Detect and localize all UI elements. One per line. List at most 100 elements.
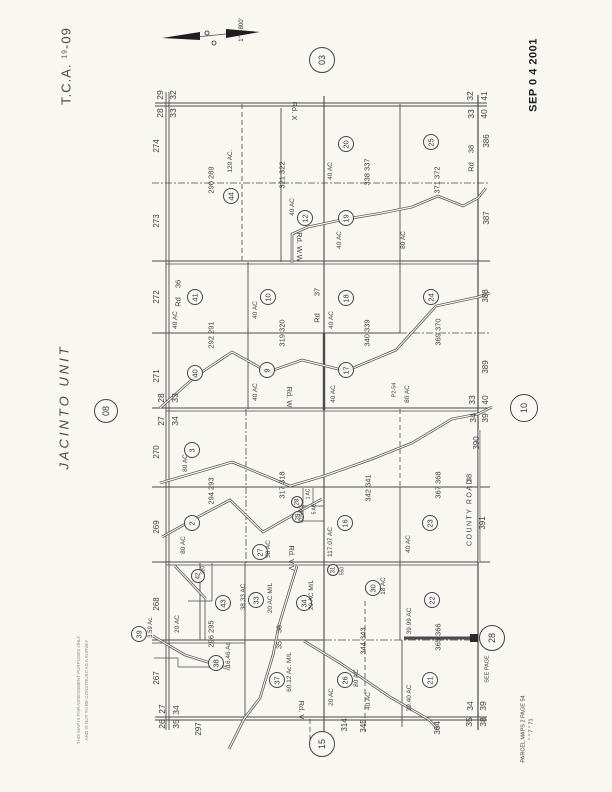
map-label: Rd. V.V — [286, 545, 296, 571]
map-label: 39 — [477, 701, 488, 711]
map-label: 34 — [467, 413, 478, 423]
map-label: 274 — [152, 139, 161, 153]
parcel-circle-28: 28 — [291, 496, 303, 508]
parcel-number: 12 — [300, 213, 310, 223]
parcel-circle-27: 27 — [252, 544, 268, 560]
map-label: 40 — [479, 395, 490, 405]
map-label: 33 — [465, 109, 476, 119]
parcel-number: 41 — [190, 292, 200, 302]
map-label: 389 — [481, 360, 490, 374]
parcel-number: 33 — [251, 595, 261, 605]
parcel-number: 24 — [426, 292, 436, 302]
map-label: 267 — [152, 671, 161, 685]
map-label: 388 — [481, 289, 490, 303]
map-label: 3.59 Ac. — [148, 616, 154, 638]
parcel-circle-25: 25 — [423, 134, 439, 150]
parcel-circle-3: 3 — [184, 442, 200, 458]
map-label: 296 295 — [206, 620, 216, 648]
map-label: 5 AC — [311, 503, 318, 515]
map-label: P2-54 — [391, 382, 398, 398]
map-label: 117.07 AC — [326, 527, 334, 557]
parcel-number: 39 — [134, 629, 144, 639]
map-label: 58 AC — [264, 540, 272, 558]
parcel-number: 17 — [341, 365, 351, 375]
map-label: Rd — [173, 297, 183, 307]
map-label: 270 — [152, 445, 161, 459]
parcel-circle-16: 16 — [337, 515, 353, 531]
map-label: 321 322 — [277, 161, 287, 189]
map-label: 40 AC — [288, 198, 296, 216]
map-label: Rd. W — [284, 386, 294, 408]
page-ref-number: 08 — [100, 405, 111, 417]
map-label: 367 368 — [433, 471, 443, 499]
page-ref-circle-08: 08 — [94, 399, 118, 423]
map-label: 40 AC — [251, 383, 259, 401]
map-label: 391 — [478, 516, 487, 530]
parcel-circle-31: 31 — [327, 564, 339, 576]
map-label: 40 AC — [335, 231, 343, 249]
page-ref-number: 15 — [316, 738, 327, 750]
parcel-circle-23: 23 — [422, 515, 438, 531]
parcel-circle-30: 30 — [365, 580, 381, 596]
parcel-circle-44: 44 — [223, 188, 239, 204]
parcel-circle-38: 38 — [208, 655, 224, 671]
parcel-number: 20 — [341, 139, 351, 149]
map-label: 20 AC M/L — [307, 579, 315, 611]
map-label: 60.12 Ac. M/L — [285, 652, 293, 692]
parcel-circle-34: 34 — [296, 595, 312, 611]
date-stamp: SEP 0 4 2001 — [527, 38, 540, 112]
unit-title: JACINTO UNIT — [56, 344, 72, 470]
parcel-number: 43 — [218, 598, 228, 608]
map-label: 20 AC — [327, 688, 335, 706]
parcel-circle-29: 29 — [292, 511, 304, 523]
parcel-circle-43: 43 — [215, 595, 231, 611]
parcel-circle-41: 41 — [187, 289, 203, 305]
tax-code-area-label: T.C.A. 19-09 — [58, 27, 74, 105]
parcel-number: 3 — [187, 447, 197, 453]
map-label: 390 — [472, 436, 481, 450]
parcel-circle-10: 10 — [260, 289, 276, 305]
parcel-circle-18: 18 — [338, 290, 354, 306]
map-label: 26 — [156, 719, 167, 729]
map-label: 37 — [312, 287, 322, 297]
map-label: 39 — [479, 413, 490, 423]
map-label: 33 — [466, 395, 477, 405]
map-label: COUNTY ROAD — [466, 477, 474, 547]
map-label: 20 AC M/L — [266, 582, 274, 614]
parcel-circle-17: 17 — [338, 362, 354, 378]
parcel-circle-42: 42 — [191, 569, 205, 583]
parcel-circle-19: 19 — [338, 210, 354, 226]
map-label: 40 AC — [404, 535, 412, 553]
parcel-number: 37 — [272, 675, 282, 685]
map-label: 387 — [482, 211, 491, 225]
map-label: 319 320 — [277, 319, 287, 347]
map-label: 271 — [152, 369, 161, 383]
map-label: 2.64 AC — [298, 505, 305, 523]
parcel-circle-22: 22 — [424, 592, 440, 608]
tca-text: T.C.A. — [58, 63, 74, 105]
map-label: 80 AC — [399, 231, 407, 249]
map-label: 29 — [154, 90, 165, 100]
page-ref-circle-03: 03 — [309, 47, 335, 73]
map-label: Rd. W.W — [294, 232, 304, 262]
map-label: 35 — [463, 717, 474, 727]
see-page-label: SEE PAGE — [484, 655, 491, 683]
map-label: 18 AC — [379, 577, 387, 595]
map-label: 40 — [478, 109, 489, 119]
map-label: 40 AC — [326, 162, 334, 180]
parcel-circle-9: 9 — [259, 362, 275, 378]
parcel-circle-12: 12 — [297, 210, 313, 226]
map-label: 292 291 — [206, 321, 216, 349]
parcel-number: 19 — [341, 213, 351, 223]
map-label: 40 AC — [329, 385, 337, 403]
map-label: 40 AC — [251, 301, 259, 319]
map-label: 80 AC — [179, 536, 187, 554]
map-label: 40 AC — [327, 311, 335, 329]
map-label: Rd — [312, 313, 322, 323]
map-label: 34 — [464, 701, 475, 711]
map-label: Rd. X — [289, 101, 299, 121]
parcel-number: 18 — [341, 293, 351, 303]
parcel-circle-26: 26 — [337, 672, 353, 688]
map-label: 27 — [156, 704, 167, 714]
scale-label: 1" = 800' — [239, 18, 245, 42]
